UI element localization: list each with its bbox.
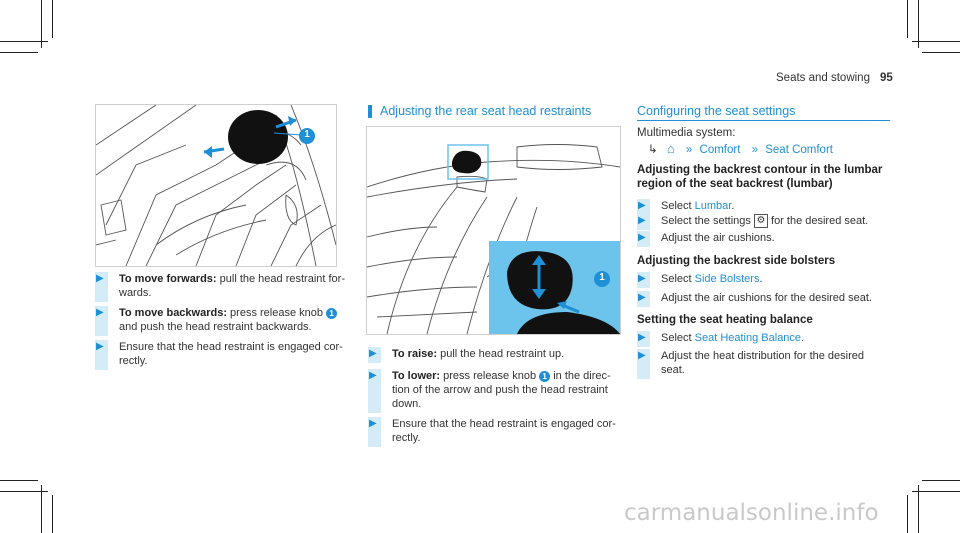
crop-mark [0, 41, 48, 42]
menu-path: ↳ ⌂ » Comfort » Seat Comfort [648, 141, 833, 156]
page-number: 95 [879, 72, 893, 84]
subheading-line: Adjusting the backrest contour in the lu… [637, 164, 883, 176]
link-seat-heating-balance[interactable]: Seat Heating Balance [694, 332, 802, 344]
front-seat-illustration [96, 105, 336, 266]
step-raise: ▶ To raise: pull the head restraint up. [368, 347, 628, 363]
step-text: pull the head restraint for- [216, 273, 345, 285]
home-icon[interactable]: ⌂ [666, 141, 675, 156]
step-text-cont: seat. [661, 364, 685, 376]
menu-enter-icon: ↳ [648, 144, 658, 156]
step-bold: To raise: [392, 348, 438, 360]
figure-front-head-restraint: 1 [95, 104, 337, 267]
figure-rear-head-restraint: 1 [366, 126, 621, 335]
link-lumbar[interactable]: Lumbar [694, 200, 732, 212]
callout-badge: 1 [539, 370, 551, 382]
subheading-line: region of the seat backrest (lumbar) [637, 178, 833, 190]
step-text: Select [661, 273, 695, 285]
crop-mark [912, 41, 960, 42]
crop-mark [912, 491, 960, 492]
crop-mark [41, 0, 42, 48]
step-text: Adjust the air cushions. [661, 232, 775, 244]
subheading-lumbar: Adjusting the backrest contour in the lu… [637, 163, 882, 191]
step-text-cont: and push the head restraint backwards. [119, 321, 312, 333]
crop-mark [0, 52, 38, 53]
step-lower: ▶ To lower: press release knob 1 in the … [368, 369, 628, 413]
subheading-heating-balance: Setting the seat heating balance [637, 314, 813, 326]
crop-mark [41, 485, 42, 533]
crop-mark [918, 485, 919, 533]
step-select-side-bolsters: ▶ Select Side Bolsters. [637, 272, 897, 288]
step-text: . [731, 200, 735, 212]
step-text: press release knob [227, 307, 327, 319]
section-name: Seats and stowing [776, 72, 870, 84]
section-title-seat-settings: Configuring the seat settings [637, 104, 796, 118]
step-ensure-engaged: ▶ Ensure that the head restraint is enga… [95, 340, 355, 370]
step-text: Select [661, 332, 695, 344]
crop-mark [52, 0, 53, 38]
step-text: pull the head restraint up. [437, 348, 565, 360]
step-text: Select [661, 200, 695, 212]
step-select-heating-balance: ▶ Select Seat Heating Balance. [637, 331, 897, 347]
gear-icon[interactable]: ⚙ [753, 214, 768, 229]
callout-1: 1 [304, 129, 310, 140]
step-text: . [801, 332, 805, 344]
step-text: Select the settings [661, 215, 754, 227]
step-bold: To lower: [392, 370, 441, 382]
step-text-cont: rectly. [392, 432, 421, 444]
step-select-settings: ▶ Select the settings ⚙ for the desired … [637, 214, 897, 230]
step-move-backwards: ▶ To move backwards: press release knob … [95, 306, 355, 336]
chevron-icon: » [751, 144, 759, 156]
crop-mark [907, 0, 908, 38]
step-text-cont: rectly. [119, 355, 148, 367]
step-move-forwards: ▶ To move forwards: pull the head restra… [95, 272, 355, 302]
step-text-cont2: down. [392, 398, 422, 410]
crop-mark [922, 52, 960, 53]
step-text-cont: wards. [119, 287, 152, 299]
crop-mark [52, 495, 53, 533]
step-text: for the desired seat. [767, 215, 869, 227]
step-text: . [759, 273, 763, 285]
step-text: press release knob [440, 370, 540, 382]
menu-item-seat-comfort[interactable]: Seat Comfort [765, 144, 833, 156]
step-select-lumbar: ▶ Select Lumbar. [637, 199, 897, 215]
step-text: Ensure that the head restraint is engage… [119, 341, 343, 353]
step-adjust-heat: ▶ Adjust the heat distribution for the d… [637, 349, 897, 379]
menu-label: Multimedia system: [637, 127, 736, 139]
running-header: Seats and stowing 95 [776, 72, 893, 84]
step-bold: To move forwards: [119, 273, 217, 285]
section-underline [637, 120, 890, 121]
step-text-after: in the direc- [550, 370, 611, 382]
step-bold: To move backwards: [119, 307, 227, 319]
crop-mark [922, 480, 960, 481]
callout-badge: 1 [326, 307, 338, 319]
crop-mark [0, 491, 48, 492]
step-text: Adjust the heat distribution for the des… [661, 350, 865, 362]
watermark: carmanualsonline.info [624, 500, 879, 526]
subheading-side-bolsters: Adjusting the backrest side bolsters [637, 255, 836, 267]
chevron-icon: » [685, 144, 693, 156]
link-side-bolsters[interactable]: Side Bolsters [694, 273, 760, 285]
step-text: Adjust the air cushions for the desired … [661, 292, 872, 304]
section-title-rear-head-restraints: Adjusting the rear seat head restraints [380, 104, 592, 118]
step-text-cont: tion of the arrow and push the head rest… [392, 384, 608, 396]
crop-mark [907, 495, 908, 533]
step-text: Ensure that the head restraint is engage… [392, 418, 616, 430]
step-ensure-engaged: ▶ Ensure that the head restraint is enga… [368, 417, 628, 447]
section-marker [368, 105, 372, 118]
callout-1: 1 [599, 272, 605, 283]
menu-item-comfort[interactable]: Comfort [699, 144, 741, 156]
step-adjust-cushions: ▶ Adjust the air cushions. [637, 231, 897, 247]
crop-mark [918, 0, 919, 48]
rear-seat-illustration [367, 144, 620, 334]
crop-mark [0, 480, 38, 481]
step-adjust-cushions-seat: ▶ Adjust the air cushions for the desire… [637, 291, 897, 307]
